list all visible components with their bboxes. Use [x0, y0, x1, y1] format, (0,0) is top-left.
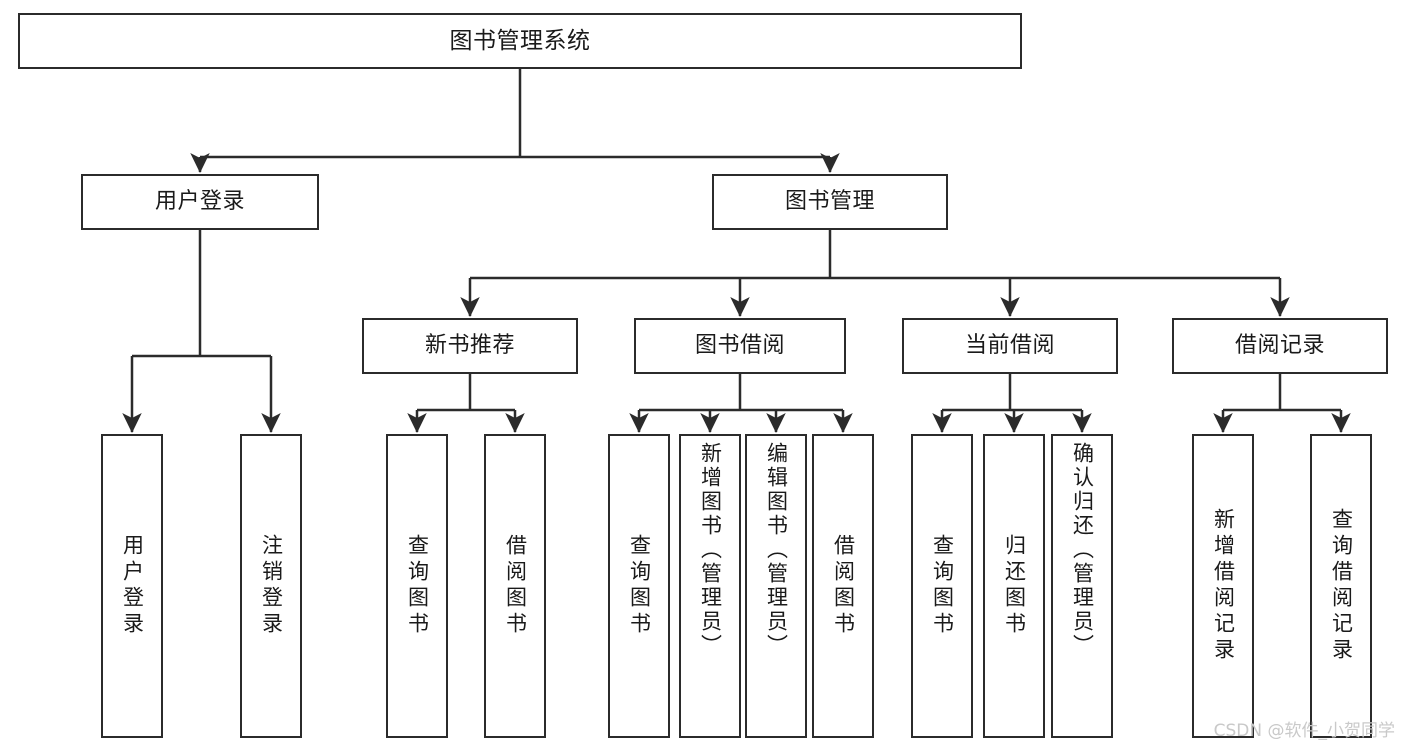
csdn-watermark: CSDN @软件_小贺同学: [1213, 721, 1395, 741]
node-label: 用户登录: [120, 534, 145, 638]
node-label: 借阅图书: [503, 534, 528, 638]
node-label: 确认归还（管理员）: [1070, 442, 1095, 658]
node-label: 编辑图书（管理员）: [764, 442, 789, 658]
node-leaf-login-2[interactable]: 注销登录: [240, 434, 302, 738]
node-newbooks[interactable]: 新书推荐: [362, 318, 578, 374]
node-label: 归还图书: [1002, 534, 1027, 638]
node-leaf-new-1[interactable]: 查询图书: [386, 434, 448, 738]
node-leaf-rec-1[interactable]: 新增借阅记录: [1192, 434, 1254, 738]
node-bookmgmt[interactable]: 图书管理: [712, 174, 948, 230]
node-leaf-rec-2[interactable]: 查询借阅记录: [1310, 434, 1372, 738]
node-label: 借阅记录: [1234, 333, 1325, 359]
node-current[interactable]: 当前借阅: [902, 318, 1118, 374]
node-leaf-cur-2[interactable]: 归还图书: [983, 434, 1045, 738]
node-label: 当前借阅: [964, 333, 1055, 359]
node-label: 新书推荐: [424, 333, 515, 359]
node-label: 借阅图书: [831, 534, 856, 638]
node-label: 注销登录: [259, 534, 284, 638]
node-label: 图书借阅: [694, 333, 785, 359]
node-label: 查询图书: [405, 534, 430, 638]
node-leaf-login-1[interactable]: 用户登录: [101, 434, 163, 738]
node-leaf-new-2[interactable]: 借阅图书: [484, 434, 546, 738]
node-label: 查询借阅记录: [1329, 508, 1354, 664]
node-label: 查询图书: [930, 534, 955, 638]
node-label: 图书管理: [784, 189, 875, 215]
node-label: 新增借阅记录: [1211, 508, 1236, 664]
node-leaf-bor-4[interactable]: 借阅图书: [812, 434, 874, 738]
node-leaf-cur-1[interactable]: 查询图书: [911, 434, 973, 738]
node-records[interactable]: 借阅记录: [1172, 318, 1388, 374]
node-leaf-bor-3[interactable]: 编辑图书（管理员）: [745, 434, 807, 738]
node-login[interactable]: 用户登录: [81, 174, 319, 230]
node-borrow[interactable]: 图书借阅: [634, 318, 846, 374]
node-label: 查询图书: [627, 534, 652, 638]
node-label: 用户登录: [154, 189, 245, 215]
node-leaf-bor-2[interactable]: 新增图书（管理员）: [679, 434, 741, 738]
node-label: 图书管理系统: [449, 27, 591, 54]
node-leaf-bor-1[interactable]: 查询图书: [608, 434, 670, 738]
node-root[interactable]: 图书管理系统: [18, 13, 1022, 69]
node-leaf-cur-3[interactable]: 确认归还（管理员）: [1051, 434, 1113, 738]
node-label: 新增图书（管理员）: [698, 442, 723, 658]
